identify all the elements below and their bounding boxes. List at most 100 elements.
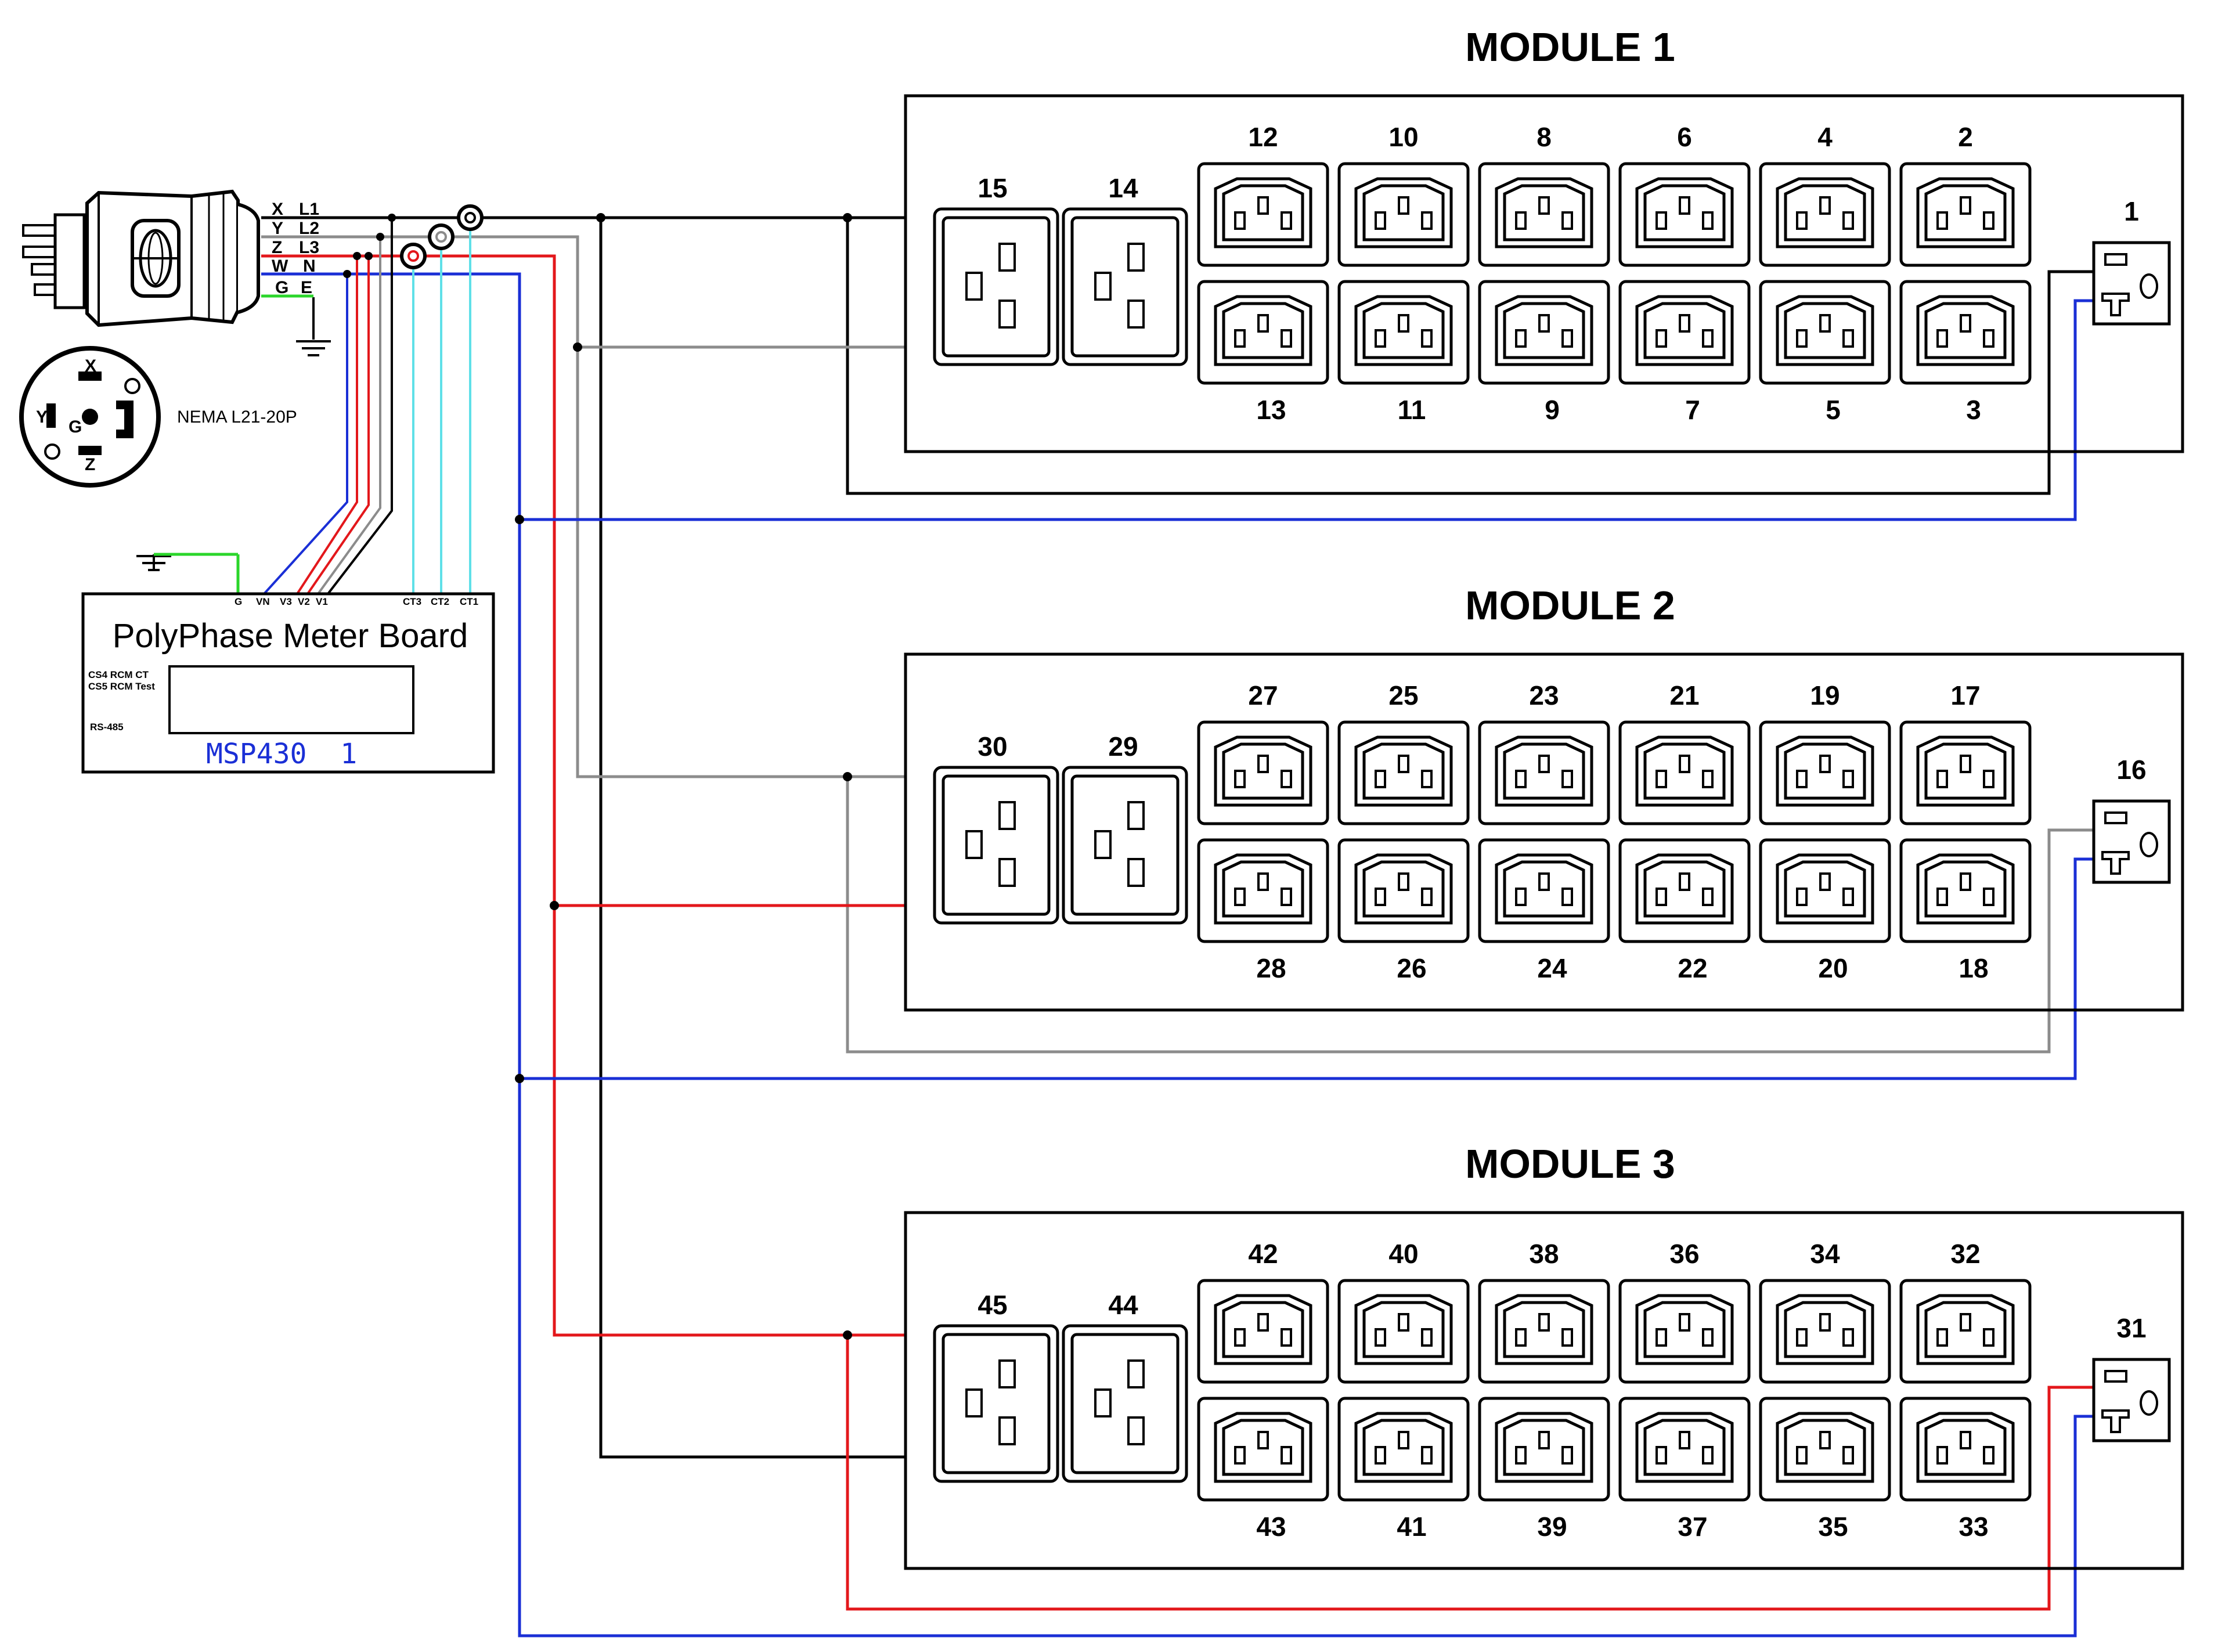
c13-outlet xyxy=(1759,838,1891,943)
outlet-number: 28 xyxy=(1256,953,1286,983)
wire-letter-g: G xyxy=(275,278,288,297)
outlet-number: 39 xyxy=(1537,1512,1567,1542)
outlet-number: 13 xyxy=(1256,395,1286,425)
outlet-number: 42 xyxy=(1248,1239,1278,1269)
meter-pin-v2: V2 xyxy=(298,596,310,607)
wire-l1 xyxy=(261,216,2110,1459)
module-title: MODULE 1 xyxy=(1465,24,1675,70)
c13-outlet xyxy=(1337,280,1470,385)
c13-outlet xyxy=(1759,1279,1891,1384)
module-title: MODULE 2 xyxy=(1465,583,1675,628)
c19-outlet xyxy=(933,207,1059,366)
outlet-number: 35 xyxy=(1818,1512,1848,1542)
outlet-number: 29 xyxy=(1108,731,1138,762)
outlet-number: 45 xyxy=(978,1290,1007,1320)
c19-outlet xyxy=(933,1324,1059,1483)
outlet-number: 11 xyxy=(1398,395,1426,425)
c13-outlet xyxy=(1337,1397,1470,1502)
outlet-number: 1 xyxy=(2124,196,2139,226)
plug-wire-labels: X Y Z W G L1 L2 L3 N E xyxy=(272,200,319,297)
outlet-number: 6 xyxy=(1677,122,1692,152)
module-title: MODULE 3 xyxy=(1465,1141,1675,1186)
l21-20p-plug xyxy=(22,189,260,327)
c13-outlet xyxy=(1197,838,1329,943)
c13-outlet xyxy=(1478,720,1610,825)
c13-outlet xyxy=(1478,162,1610,267)
c13-outlet xyxy=(1197,720,1329,825)
c13-outlet xyxy=(1478,1279,1610,1384)
outlet-number: 44 xyxy=(1108,1290,1138,1320)
face-letter-y: Y xyxy=(36,407,48,427)
wire-phase-l3: L3 xyxy=(299,238,319,257)
c13-outlet xyxy=(1899,838,2032,943)
c13-outlet xyxy=(1618,280,1751,385)
outlet-number: 36 xyxy=(1669,1239,1699,1269)
c13-outlet xyxy=(1197,1397,1329,1502)
outlet-number: 25 xyxy=(1388,680,1418,710)
ct-sensors xyxy=(400,204,484,269)
meter-side-label-rs485: RS-485 xyxy=(90,722,124,733)
wire-meter-v3b xyxy=(296,256,358,595)
wire-ground xyxy=(154,294,313,594)
c19-outlet xyxy=(1062,207,1188,366)
outlet-number: 9 xyxy=(1545,395,1560,425)
wire-letter-x: X xyxy=(272,200,283,219)
ground-symbol-meter xyxy=(136,554,171,571)
wire-meter-vn xyxy=(263,274,348,595)
wire-letter-y: Y xyxy=(272,219,283,238)
c13-outlet xyxy=(1759,720,1891,825)
wire-letter-z: Z xyxy=(272,238,282,257)
outlet-number: 2 xyxy=(1958,122,1973,152)
c19-outlet xyxy=(933,766,1059,925)
outlet-number: 3 xyxy=(1966,395,1981,425)
meter-chip-label: MSP430 1 xyxy=(206,738,357,770)
outlet-number: 27 xyxy=(1248,680,1278,710)
c13-outlet xyxy=(1759,162,1891,267)
wire-l2 xyxy=(261,235,2110,1054)
outlet-number: 8 xyxy=(1537,122,1552,152)
c19-outlet xyxy=(1062,1324,1188,1483)
meter-pin-ct2: CT2 xyxy=(431,596,449,607)
meter-side-label-cs4: CS4 RCM CT xyxy=(88,669,149,680)
c13-outlet xyxy=(1618,720,1751,825)
c13-outlet xyxy=(1478,1397,1610,1502)
wire-meter-v1 xyxy=(327,218,393,595)
outlet-number: 16 xyxy=(2116,755,2146,785)
face-letter-z: Z xyxy=(85,455,95,474)
outlet-number: 10 xyxy=(1388,122,1418,152)
meter-pin-vn: VN xyxy=(256,596,270,607)
wire-meter-v3 xyxy=(306,256,370,595)
plug-type-label: NEMA L21-20P xyxy=(177,407,297,427)
junction-dots xyxy=(343,213,852,1340)
c13-outlet xyxy=(1899,720,2032,825)
face-letter-x: X xyxy=(85,356,96,376)
outlet-number: 32 xyxy=(1950,1239,1980,1269)
module-enclosure xyxy=(904,94,2184,453)
nema-receptacle xyxy=(2092,799,2171,884)
outlet-number: 33 xyxy=(1959,1512,1988,1542)
nema-l21-20p-face: X Y G Z xyxy=(19,346,161,488)
c13-outlet xyxy=(1337,1279,1470,1384)
wire-phase-l2: L2 xyxy=(299,219,319,238)
meter-pin-ct3: CT3 xyxy=(403,596,421,607)
meter-side-label-cs5: CS5 RCM Test xyxy=(88,681,155,692)
outlet-number: 17 xyxy=(1950,680,1980,710)
meter-pin-ct1: CT1 xyxy=(460,596,478,607)
c13-outlet xyxy=(1478,280,1610,385)
c13-outlet xyxy=(1618,1397,1751,1502)
outlet-number: 43 xyxy=(1256,1512,1286,1542)
c13-outlet xyxy=(1899,280,2032,385)
wire-phase-n: N xyxy=(303,257,316,276)
c13-outlet xyxy=(1197,280,1329,385)
c13-outlet xyxy=(1337,162,1470,267)
outlet-number: 15 xyxy=(978,173,1007,203)
outlet-number: 12 xyxy=(1248,122,1278,152)
outlet-number: 31 xyxy=(2116,1313,2146,1343)
outlet-number: 24 xyxy=(1537,953,1567,983)
meter-pin-v3: V3 xyxy=(280,596,292,607)
c13-outlet xyxy=(1197,1279,1329,1384)
nema-receptacle xyxy=(2092,241,2171,326)
c13-outlet xyxy=(1899,1279,2032,1384)
